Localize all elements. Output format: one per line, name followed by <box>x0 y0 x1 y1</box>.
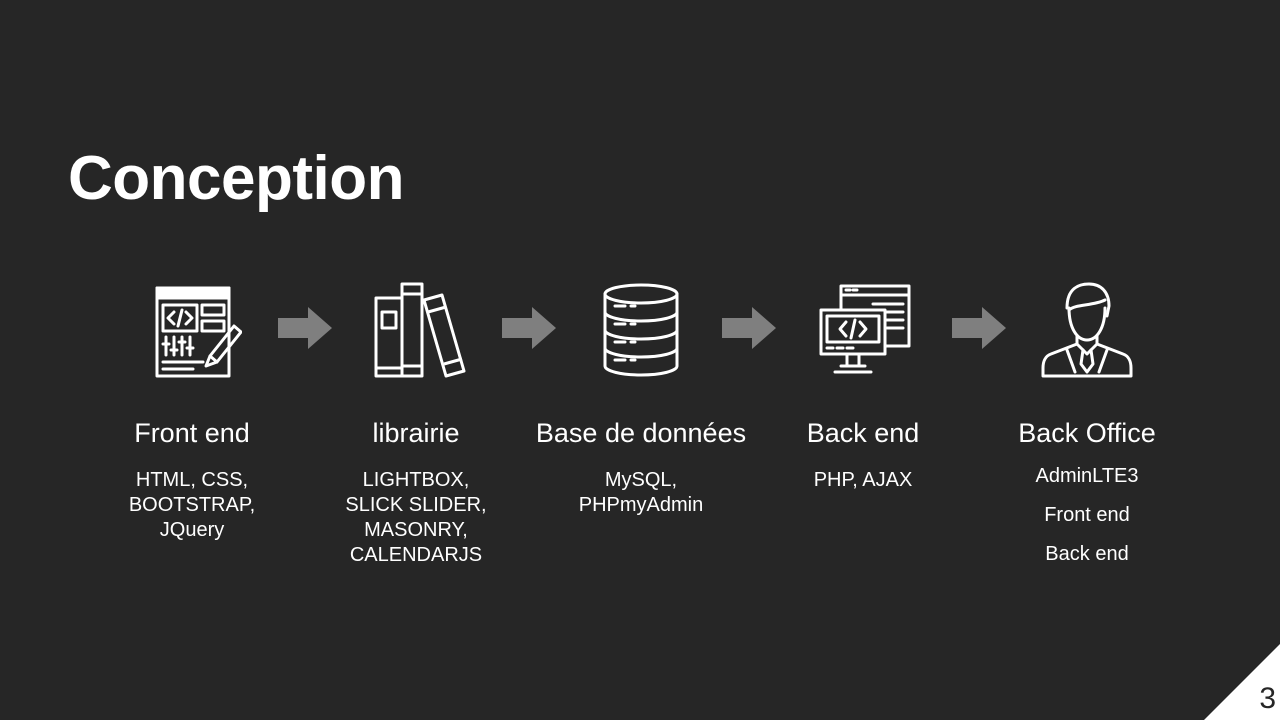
arrow-right-icon <box>722 307 776 349</box>
page-corner <box>1204 644 1280 720</box>
detail-line: SLICK SLIDER, <box>345 494 487 516</box>
step-details: MySQL, PHPmyAdmin <box>521 468 761 518</box>
detail-line: HTML, CSS, <box>135 469 249 491</box>
code-editor-icon <box>155 286 242 378</box>
detail-line: MASONRY, <box>364 519 468 541</box>
detail-line: Back end <box>1045 543 1129 565</box>
database-icon <box>603 283 679 377</box>
admin-user-icon <box>1041 282 1133 378</box>
step-back-end: Back end PHP, AJAX <box>743 280 983 493</box>
detail-line: LIGHTBOX, <box>362 469 470 491</box>
detail-line: AdminLTE3 <box>1035 465 1139 487</box>
step-label: Base de données <box>535 418 747 448</box>
detail-line: PHPmyAdmin <box>578 494 704 516</box>
detail-line: BOOTSTRAP, <box>128 494 256 516</box>
detail-line: JQuery <box>159 519 225 541</box>
step-label: librairie <box>372 418 460 448</box>
step-librairie: librairie LIGHTBOX, SLICK SLIDER, MASONR… <box>296 280 536 568</box>
arrow-right-icon <box>278 307 332 349</box>
step-details: AdminLTE3 Front end Back end <box>967 457 1207 574</box>
page-number: 3 <box>1259 682 1276 715</box>
arrow-right-icon <box>502 307 556 349</box>
step-front-end: Front end HTML, CSS, BOOTSTRAP, JQuery <box>72 280 312 543</box>
step-back-office: Back Office AdminLTE3 Front end Back end <box>967 280 1207 574</box>
detail-line: PHP, AJAX <box>813 469 913 491</box>
step-details: HTML, CSS, BOOTSTRAP, JQuery <box>72 468 312 543</box>
step-label: Back Office <box>1018 418 1156 448</box>
step-database: Base de données MySQL, PHPmyAdmin <box>521 280 761 518</box>
step-details: LIGHTBOX, SLICK SLIDER, MASONRY, CALENDA… <box>296 468 536 568</box>
step-details: PHP, AJAX <box>743 468 983 493</box>
detail-line: Front end <box>1044 504 1130 526</box>
step-label: Front end <box>134 418 250 448</box>
step-label: Back end <box>806 418 920 448</box>
code-monitor-icon <box>819 284 911 374</box>
arrow-right-icon <box>952 307 1006 349</box>
detail-line: CALENDARJS <box>349 544 483 566</box>
books-icon <box>374 282 466 378</box>
detail-line: MySQL, <box>604 469 678 491</box>
slide-title: Conception <box>68 144 404 213</box>
